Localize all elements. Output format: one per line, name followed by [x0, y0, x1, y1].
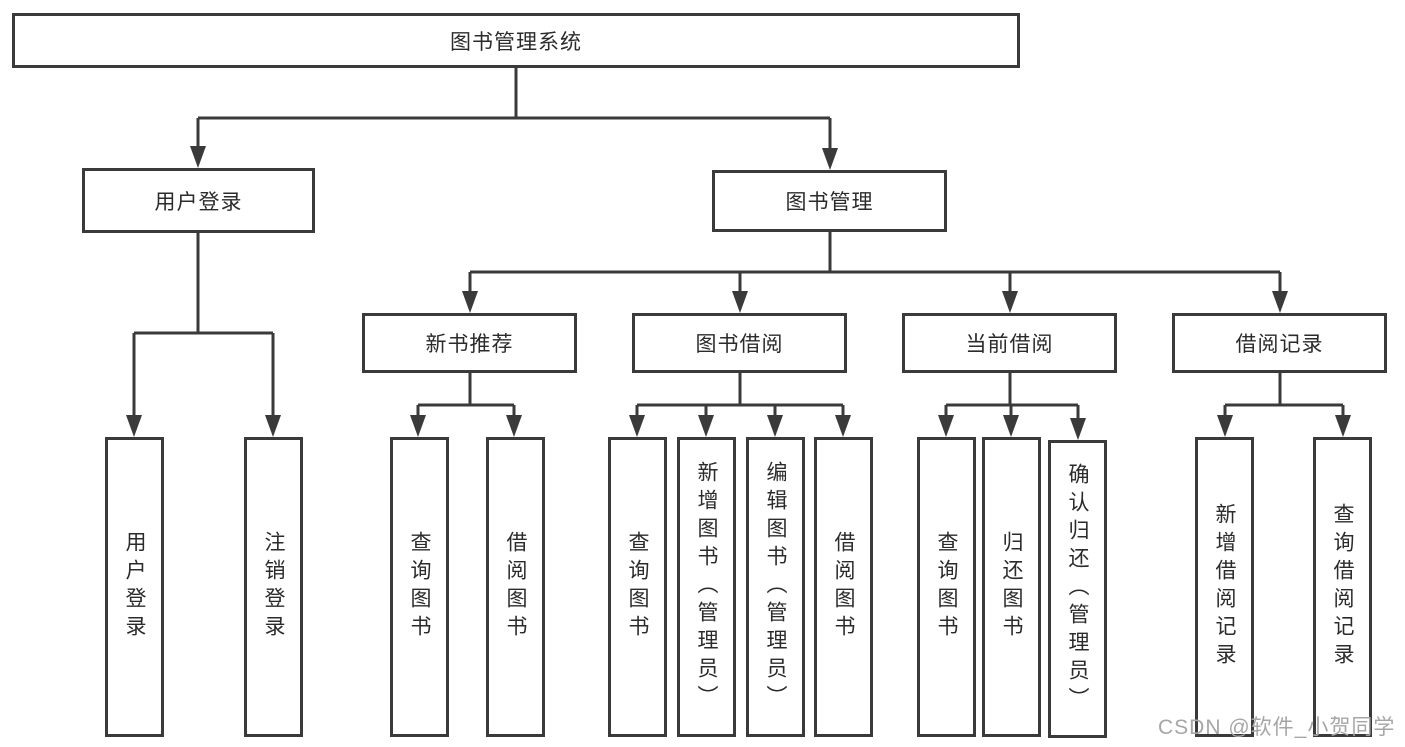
node-label: 借阅图书	[832, 531, 855, 643]
node-label: 编辑图书（管理员）	[764, 461, 787, 713]
csdn-watermark: CSDN @软件_小贺同学	[1158, 716, 1396, 739]
node-current-borrowing: 当前借阅	[902, 313, 1117, 373]
node-label: 当前借阅	[965, 333, 1054, 356]
node-label: 注销登录	[262, 531, 285, 643]
node-label: 新增借阅记录	[1213, 503, 1236, 671]
node-new-book-recommend: 新书推荐	[362, 313, 577, 373]
node-label: 借阅图书	[504, 531, 527, 643]
leaf-confirm-return-admin: 确认归还（管理员）	[1048, 440, 1107, 738]
node-label: 归还图书	[1000, 531, 1023, 643]
node-label: 图书借阅	[695, 333, 784, 356]
node-label: 查询图书	[626, 531, 649, 643]
leaf-query-books-borrowing: 查询图书	[608, 437, 667, 737]
node-library-system: 图书管理系统	[12, 13, 1020, 68]
leaf-query-borrow-record: 查询借阅记录	[1313, 437, 1372, 737]
leaf-query-books-current: 查询图书	[917, 437, 976, 737]
node-label: 图书管理	[785, 191, 874, 214]
node-label: 借阅记录	[1235, 333, 1324, 356]
leaf-query-books-recommend: 查询图书	[390, 437, 449, 737]
node-label: 查询借阅记录	[1331, 503, 1354, 671]
node-label: 新增图书（管理员）	[695, 461, 718, 713]
node-borrowing-records: 借阅记录	[1172, 313, 1387, 373]
node-label: 图书管理系统	[450, 30, 582, 54]
node-book-management: 图书管理	[712, 170, 947, 232]
node-label: 用户登录	[154, 190, 243, 214]
leaf-add-books-admin: 新增图书（管理员）	[677, 437, 736, 737]
leaf-user-login: 用户登录	[105, 437, 164, 737]
leaf-borrow-books: 借阅图书	[814, 437, 873, 737]
node-label: 确认归还（管理员）	[1066, 463, 1089, 715]
leaf-edit-books-admin: 编辑图书（管理员）	[746, 437, 805, 737]
node-user-login: 用户登录	[82, 168, 315, 233]
node-label: 查询图书	[935, 531, 958, 643]
leaf-borrow-books-recommend: 借阅图书	[486, 437, 545, 737]
node-label: 用户登录	[123, 531, 146, 643]
node-book-borrowing: 图书借阅	[632, 313, 847, 373]
leaf-add-borrow-record: 新增借阅记录	[1195, 437, 1254, 737]
leaf-logout: 注销登录	[244, 437, 303, 737]
node-label: 查询图书	[408, 531, 431, 643]
leaf-return-books: 归还图书	[982, 437, 1041, 737]
node-label: 新书推荐	[425, 333, 514, 356]
